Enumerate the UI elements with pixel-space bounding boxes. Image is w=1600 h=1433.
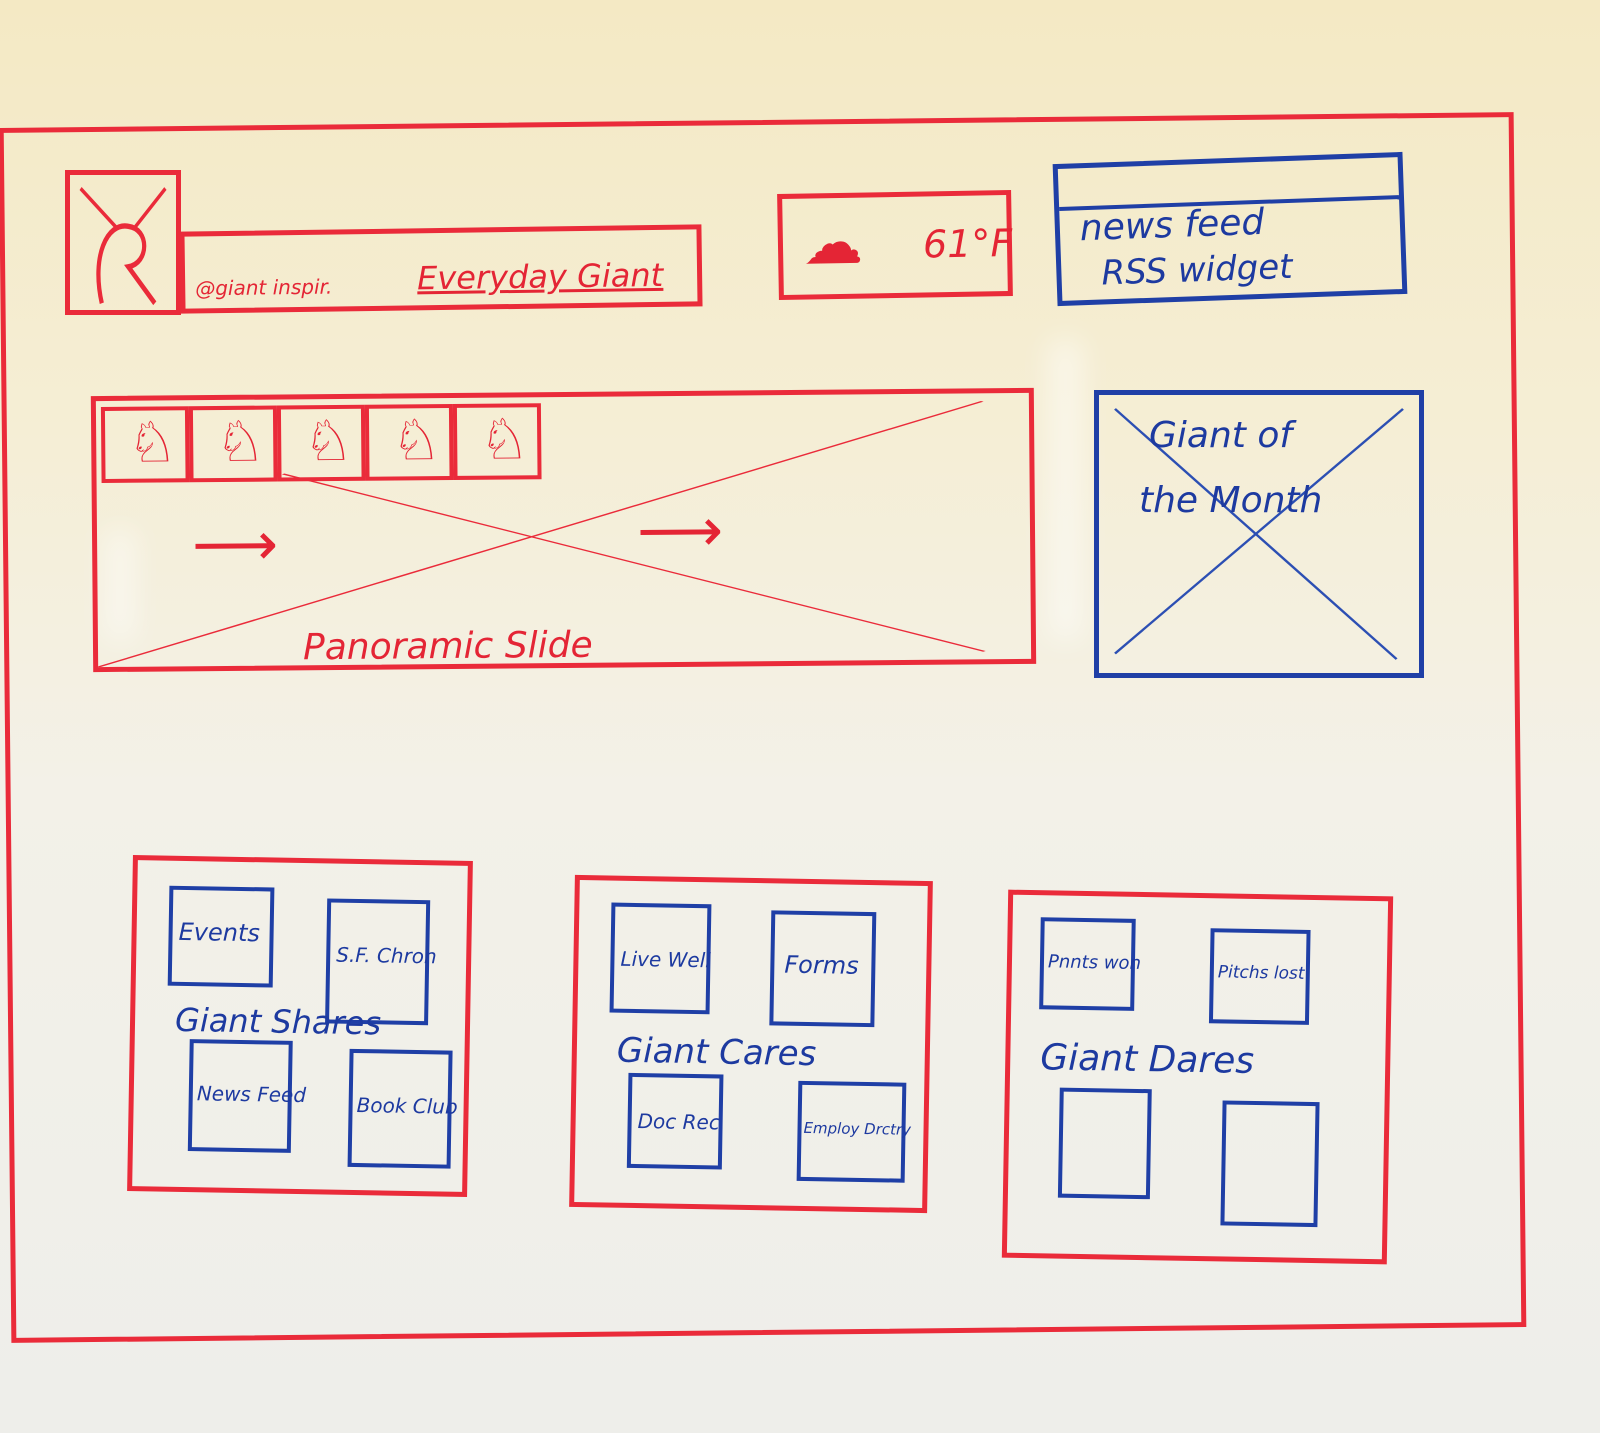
logo-placeholder [65,170,181,315]
thumbnail[interactable]: ♘ [364,403,454,481]
tile-forms[interactable]: Forms [769,910,877,1028]
image-placeholder-cross [96,400,986,668]
person-icon: ♘ [126,410,178,476]
feature-title-line1: Giant of [1149,415,1293,456]
tile-points-won[interactable]: Pnnts won [1039,917,1141,1011]
person-icon: ♘ [214,409,266,476]
tile-events[interactable]: Events [167,885,275,988]
tile-pitches-lost[interactable]: Pitchs lost [1208,928,1311,1025]
arrow-right-icon[interactable]: ⟶ [636,495,724,567]
panel-giant-shares: Events S.F. Chron Giant Shares News Feed… [127,855,473,1197]
panel-giant-cares: Live Well Forms Giant Cares Doc Rec Empl… [569,874,933,1214]
person-icon: ♘ [390,408,442,474]
image-placeholder-cross [1114,408,1404,660]
banner-subtitle: @giant inspir. [195,274,333,301]
banner-title: Everyday Giant [416,255,664,298]
panel-title: Giant Cares [616,1030,817,1075]
tile-news-feed[interactable]: News Feed [187,1039,306,1153]
panoramic-slider[interactable]: ♘ ♘ ♘ ♘ ♘ ⟶ ⟶ Panoramic Slide [90,387,1037,673]
thumbnail-strip: ♘ ♘ ♘ ♘ ♘ [100,403,542,484]
tile-live-well[interactable]: Live Well [609,902,712,1015]
site-banner: @giant inspir. Everyday Giant [179,224,703,314]
giant-of-month[interactable]: Giant of the Month [1094,390,1424,678]
panel-giant-dares: Pnnts won Pitchs lost Giant Dares [1001,889,1394,1265]
news-widget-subtitle: RSS widget [1100,246,1294,294]
news-feed-widget[interactable]: news feed RSS widget [1052,151,1408,307]
tile-doc-rec[interactable]: Doc Rec [626,1072,724,1170]
thumbnail[interactable]: ♘ [276,404,366,482]
news-widget-title: news feed [1079,201,1265,250]
thumbnail[interactable]: ♘ [100,406,190,484]
person-icon: ♘ [302,408,354,475]
person-icon: ♘ [478,407,530,473]
tile-empty[interactable] [1057,1087,1152,1200]
tile-book-club[interactable]: Book Club [347,1048,458,1169]
slider-label: Panoramic Slide [302,624,593,669]
cloud-sun-icon: ☁ [802,207,864,279]
thumbnail[interactable]: ♘ [188,405,278,483]
weather-widget: ☁ 61°F [777,189,1013,301]
panel-title: Giant Dares [1039,1037,1255,1082]
person-icon [79,186,167,306]
weather-temp: 61°F [922,220,1013,267]
feature-title-line2: the Month [1139,480,1323,521]
panel-title: Giant Shares [174,1000,382,1043]
tile-employee-directory[interactable]: Employ Drctry [796,1080,911,1183]
thumbnail[interactable]: ♘ [452,403,542,480]
tile-empty[interactable] [1220,1100,1320,1228]
arrow-right-icon[interactable]: ⟶ [191,509,279,581]
